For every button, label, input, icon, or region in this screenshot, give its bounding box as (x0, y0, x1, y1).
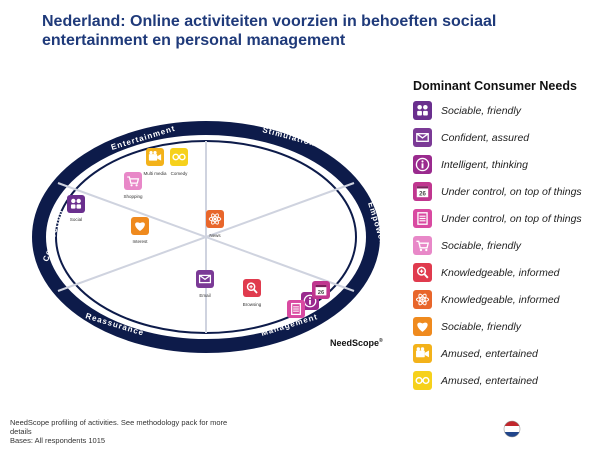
atom-icon (413, 290, 432, 309)
activity-cart-icon (124, 172, 142, 190)
netherlands-flag-icon (503, 420, 521, 438)
outer-ring (32, 121, 380, 353)
activity-label: Social (70, 217, 82, 222)
calendar-number: 26 (318, 290, 324, 296)
legend-item: Amused, entertained (413, 367, 599, 394)
needscope-logo: NeedScope® (330, 338, 383, 348)
legend-item: Sociable, friendly (413, 232, 599, 259)
legend-item: Confident, assured (413, 124, 599, 151)
legend-item: Sociable, friendly (413, 97, 599, 124)
video-icon (413, 344, 432, 363)
footnote: NeedScope profiling of activities. See m… (10, 418, 240, 445)
legend-item-label: Under control, on top of things (441, 212, 582, 225)
legend-item: Knowledgeable, informed (413, 259, 599, 286)
activity-heart-icon (131, 217, 149, 235)
legend-item-label: Sociable, friendly (441, 104, 521, 117)
activity-atom-icon (206, 210, 224, 228)
legend-item-label: Under control, on top of things (441, 185, 582, 198)
legend: Sociable, friendly Confident, assured (413, 97, 599, 394)
legend-item-label: Knowledgeable, informed (441, 293, 560, 306)
activity-label: Email (199, 293, 210, 298)
legend-item-label: Amused, entertained (441, 347, 538, 360)
calendar-number: 26 (419, 191, 426, 198)
legend-item-label: Sociable, friendly (441, 320, 521, 333)
envelope-icon (413, 128, 432, 147)
legend-item-label: Sociable, friendly (441, 239, 521, 252)
calendar-icon: 26 (413, 182, 432, 201)
footnote-methodology: NeedScope profiling of activities. See m… (10, 418, 228, 436)
legend-item: Amused, entertained (413, 340, 599, 367)
page-title: Nederland: Online activiteiten voorzien … (42, 13, 497, 49)
glasses-icon (413, 371, 432, 390)
activity-document-icon (287, 300, 305, 318)
footnote-bases: Bases: All respondents 1015 (10, 436, 106, 445)
legend-item: 26 Under control, on top of things (413, 178, 599, 205)
activity-label: Multi media (143, 171, 167, 176)
legend-item: Under control, on top of things (413, 205, 599, 232)
cart-icon (413, 236, 432, 255)
document-icon (413, 209, 432, 228)
activity-calendar-icon: 26 (312, 281, 330, 299)
magnifier-icon (413, 263, 432, 282)
legend-item-label: Amused, entertained (441, 374, 538, 387)
legend-item: Sociable, friendly (413, 313, 599, 340)
legend-item: Intelligent, thinking (413, 151, 599, 178)
legend-item-label: Intelligent, thinking (441, 158, 528, 171)
activity-people-icon (67, 195, 85, 213)
legend-item: Knowledgeable, informed (413, 286, 599, 313)
legend-title: Dominant Consumer Needs (413, 79, 577, 93)
activity-label: Interest (132, 239, 148, 244)
activity-icons: Social Shopping Multi media (67, 148, 330, 318)
legend-item-label: Knowledgeable, informed (441, 266, 560, 279)
info-icon (413, 155, 432, 174)
activity-label: Browsing (243, 302, 262, 307)
activity-glasses-icon (170, 148, 188, 166)
spoke-diag-2 (57, 182, 355, 292)
activity-envelope-icon (196, 270, 214, 288)
activity-label: News (209, 233, 221, 238)
activity-label: Shopping (123, 194, 143, 199)
people-icon (413, 101, 432, 120)
activity-label: Comedy (171, 171, 189, 176)
activity-magnifier-icon (243, 279, 261, 297)
legend-item-label: Confident, assured (441, 131, 530, 144)
activity-video-icon (146, 148, 164, 166)
heart-icon (413, 317, 432, 336)
